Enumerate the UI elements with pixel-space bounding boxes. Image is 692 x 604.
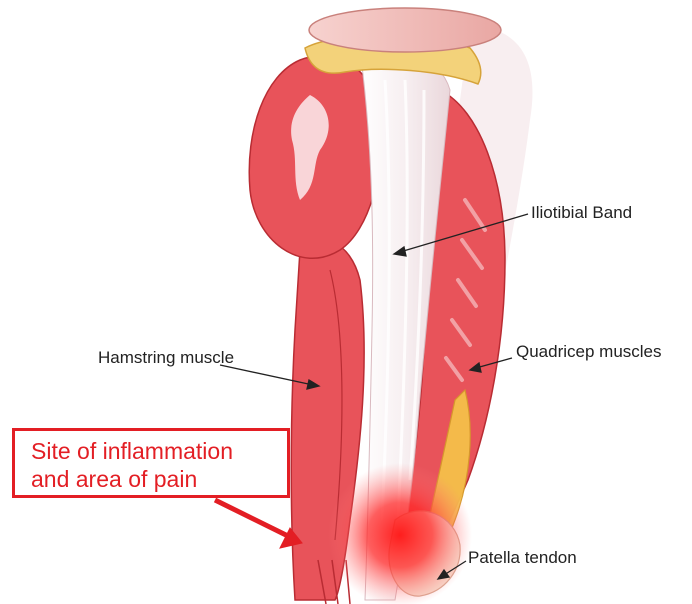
inflammation-callout-box: Site of inflammation and area of pain xyxy=(12,428,290,498)
label-patella-tendon: Patella tendon xyxy=(468,548,577,568)
label-quadricep-muscles: Quadricep muscles xyxy=(516,342,662,362)
label-iliotibial-band: Iliotibial Band xyxy=(531,203,632,223)
hip-bone-cap xyxy=(309,8,501,52)
label-hamstring-muscle: Hamstring muscle xyxy=(98,348,234,368)
callout-arrow xyxy=(215,500,302,548)
callout-line-2: and area of pain xyxy=(31,465,287,493)
callout-line-1: Site of inflammation xyxy=(31,437,287,465)
inflammation-site xyxy=(328,463,472,604)
